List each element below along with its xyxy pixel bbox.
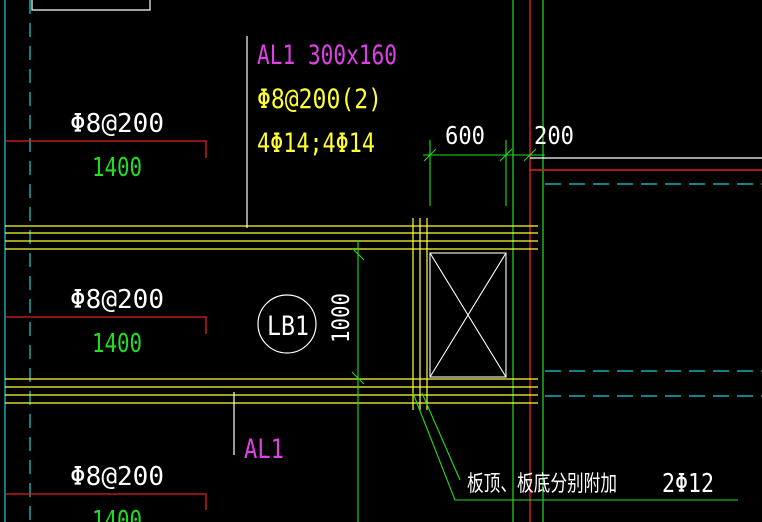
slab-rebar-1-length: 1400: [92, 153, 142, 183]
dim-1000-tick-bottom: [351, 371, 365, 385]
right-wall: [512, 0, 544, 522]
dimension-600-200: [423, 140, 545, 206]
slab-rebar-1: [5, 140, 207, 158]
beam-tag-label: AL1: [244, 434, 284, 465]
dim-600-label: 600: [445, 121, 485, 150]
note-bars: 2Φ12: [662, 469, 714, 499]
dim-tick-right: [523, 148, 537, 162]
right-slab-edges: [530, 157, 762, 397]
beam-name-label: AL1 300x160: [257, 40, 397, 71]
note-leader-line-1: [412, 392, 738, 501]
beam-lower: [5, 378, 538, 404]
beam-stirrup-label: Φ8@200(2): [257, 84, 382, 115]
opening-outline: [429, 252, 507, 378]
slab-rebar-2-length: 1400: [92, 329, 142, 359]
slab-rebar-3: [5, 493, 207, 510]
slab-rebar-2: [5, 316, 207, 334]
beam-vertical: [412, 218, 428, 410]
note-text: 板顶、板底分别附加: [467, 472, 617, 497]
left-wall: [4, 0, 31, 522]
slab-rebar-2-spec: Φ8@200: [70, 285, 164, 315]
slab-tag-circle: [257, 294, 317, 354]
slab-rebar-3-spec: Φ8@200: [70, 462, 164, 492]
opening: [429, 252, 507, 378]
slab-rebar-3-length: 1400: [92, 506, 142, 522]
dim-tick-mid: [499, 148, 513, 162]
beam-upper: [5, 225, 538, 250]
note-leader: [412, 392, 738, 501]
slab-rebar-1-spec: Φ8@200: [70, 109, 164, 139]
dim-tick-left: [423, 148, 437, 162]
dimension-1000: [351, 240, 365, 522]
dim-1000-label: 1000: [327, 293, 355, 343]
slab-tag-label: LB1: [267, 311, 309, 342]
text-layer: AL1 300x160 Φ8@200(2) 4Φ14;4Φ14 600 200 …: [70, 40, 714, 522]
dim-1000-tick-top: [351, 247, 365, 261]
top-left-frame: [31, 0, 151, 11]
beam-bars-label: 4Φ14;4Φ14: [257, 128, 375, 159]
dim-200-label: 200: [534, 121, 574, 150]
slab-rebars: [5, 140, 207, 510]
opening-cross-2: [429, 252, 507, 378]
note-leader-line-2: [421, 392, 461, 481]
